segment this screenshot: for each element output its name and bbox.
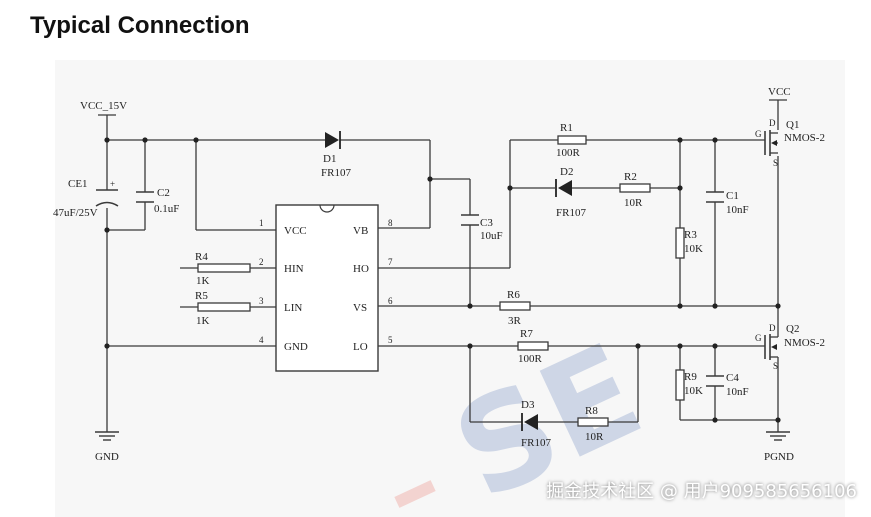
q1-g-label: G [755,129,762,139]
r4-ref: R4 [195,251,208,263]
ic-pin2-num: 2 [259,257,264,267]
junction-dots [104,137,781,423]
ic-pin8-name: VB [353,225,368,237]
ic-pin4-name: GND [284,341,308,353]
vcc-label: VCC [768,86,791,98]
r5-value: 1K [196,315,210,327]
d2-ref: D2 [560,166,573,178]
resistor-r9: R9 10K [675,369,703,401]
r2-ref: R2 [624,171,637,183]
c3-value: 10uF [480,230,503,242]
vcc-15v-rail: VCC_15V [80,100,127,116]
q1-d-label: D [769,118,776,128]
mosfet-q1: G D S Q1 NMOS-2 [755,118,825,168]
r2-value: 10R [624,197,643,209]
d1-ref: D1 [323,153,336,165]
resistor-r4: R4 1K [195,251,251,287]
ic-pin6-num: 6 [388,296,393,306]
q2-value: NMOS-2 [784,337,825,349]
ic-pin1-name: VCC [284,225,307,237]
driver-ic: VCC HIN LIN GND VB HO VS LO 1 2 3 4 8 7 … [259,204,393,372]
r3-value: 10K [684,243,703,255]
c2-value: 0.1uF [154,203,179,215]
page-title: Typical Connection [30,12,250,39]
q1-value: NMOS-2 [784,132,825,144]
capacitor-c3: C3 10uF [461,214,503,242]
resistor-r2: R2 10R [619,171,651,209]
r6-value: 3R [508,315,522,327]
resistor-r5: R5 1K [195,290,251,327]
diode-d2: D2 FR107 [555,166,586,219]
r9-value: 10K [684,385,703,397]
c2-ref: C2 [157,187,170,199]
ce1-plus: + [110,179,115,189]
ic-pin7-num: 7 [388,257,393,267]
c4-value: 10nF [726,386,749,398]
ic-pin7-name: HO [353,263,369,275]
r9-ref: R9 [684,371,697,383]
ce1-ref: CE1 [68,178,88,190]
pgnd-label: PGND [764,451,794,463]
c4-ref: C4 [726,372,739,384]
c1-ref: C1 [726,190,739,202]
r8-value: 10R [585,431,604,443]
ic-pin1-num: 1 [259,218,264,228]
d1-value: FR107 [321,167,351,179]
q1-s-label: S [773,158,778,168]
diode-d3: D3 FR107 [521,399,551,449]
resistor-r7: R7 100R [517,328,549,365]
gnd-label: GND [95,451,119,463]
c1-value: 10nF [726,204,749,216]
r3-ref: R3 [684,229,697,241]
pgnd-symbol: PGND [764,431,794,463]
ic-pin3-name: LIN [284,302,302,314]
c3-ref: C3 [480,217,493,229]
d3-ref: D3 [521,399,535,411]
q2-ref: Q2 [786,323,799,335]
r5-ref: R5 [195,290,208,302]
q2-g-label: G [755,333,762,343]
resistor-r1: R1 100R [556,122,587,159]
ic-pin8-num: 8 [388,218,393,228]
capacitor-ce1: + CE1 47uF/25V [53,178,119,219]
capacitor-c2: C2 0.1uF [136,187,179,215]
q2-d-label: D [769,323,776,333]
ic-pin5-num: 5 [388,335,393,345]
r7-ref: R7 [520,328,533,340]
mosfet-q2: G D S Q2 NMOS-2 [755,323,825,371]
q1-ref: Q1 [786,119,799,131]
ce1-value: 47uF/25V [53,207,98,219]
capacitor-c4: C4 10nF [706,372,749,398]
d3-value: FR107 [521,437,551,449]
resistor-r6: R6 3R [499,289,531,327]
resistor-r8: R8 10R [577,405,609,443]
watermark-text: 掘金技术社区 @ 用户909585656106 [546,481,857,502]
gnd-symbol: GND [95,431,119,463]
vcc-rail: VCC [768,86,791,101]
ic-pin5-name: LO [353,341,368,353]
ic-pin4-num: 4 [259,335,264,345]
r1-ref: R1 [560,122,573,134]
r4-value: 1K [196,275,210,287]
r7-value: 100R [518,353,543,365]
r6-ref: R6 [507,289,520,301]
capacitor-c1: C1 10nF [706,190,749,216]
r8-ref: R8 [585,405,598,417]
r1-value: 100R [556,147,581,159]
ic-pin3-num: 3 [259,296,264,306]
ic-pin6-name: VS [353,302,367,314]
vcc-15v-label: VCC_15V [80,100,127,112]
q2-s-label: S [773,361,778,371]
resistor-r3: R3 10K [675,227,703,259]
diode-d1: D1 FR107 [321,131,351,179]
schematic-panel [55,60,845,517]
ic-pin2-name: HIN [284,263,304,275]
d2-value: FR107 [556,207,586,219]
